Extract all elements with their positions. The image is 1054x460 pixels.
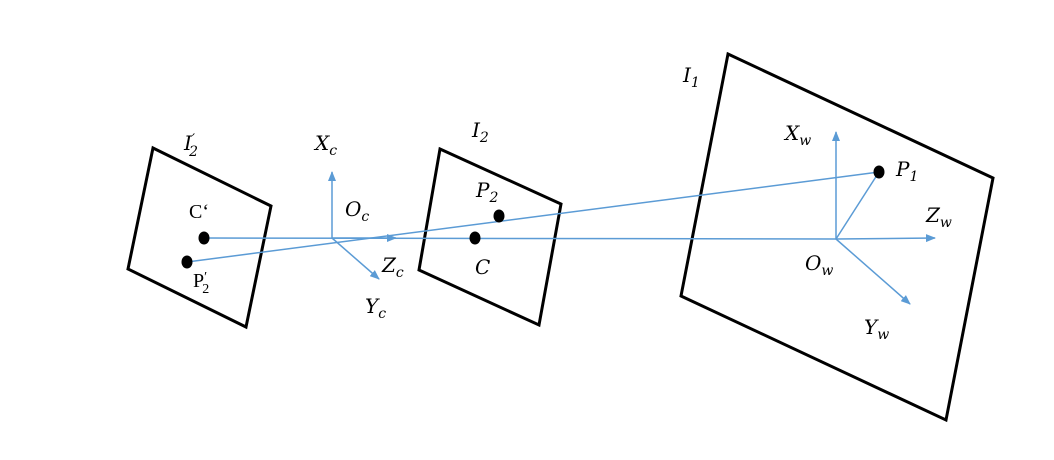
zw-axis-arrow [835, 234, 936, 243]
label-Yw: Yw [864, 315, 889, 343]
point-C [469, 231, 481, 245]
label-I2-prime: I′2 [183, 131, 198, 160]
label-I2: I2 [471, 118, 489, 146]
label-Zc: Zc [381, 253, 404, 281]
label-P2: P2 [475, 178, 498, 206]
point-C-prime [198, 231, 210, 245]
label-Xw: Xw [783, 121, 811, 149]
point-P2-prime [181, 255, 193, 269]
point-P2 [493, 209, 505, 223]
ow-to-p1-line [835, 171, 880, 240]
label-P1: P1 [895, 157, 918, 185]
label-Oc: Oc [345, 197, 369, 225]
label-C-prime: C‘ [189, 201, 209, 223]
point-P1 [873, 165, 885, 179]
optical-axis-line [203, 237, 837, 240]
label-Ow: Ow [805, 251, 833, 279]
yc-axis-arrow [331, 237, 380, 280]
label-Xc: Xc [313, 131, 337, 159]
projection-ray [186, 171, 880, 263]
label-C: C [475, 255, 490, 279]
image-plane-I2 [417, 146, 563, 328]
image-plane-I1 [679, 51, 995, 423]
label-Zw: Zw [925, 203, 952, 231]
label-P2-prime: P′2 [193, 270, 209, 297]
yw-axis-arrow [835, 238, 911, 305]
label-I1: I1 [682, 63, 700, 91]
label-Yc: Yc [365, 294, 386, 322]
image-plane-I2-prime [126, 145, 273, 330]
